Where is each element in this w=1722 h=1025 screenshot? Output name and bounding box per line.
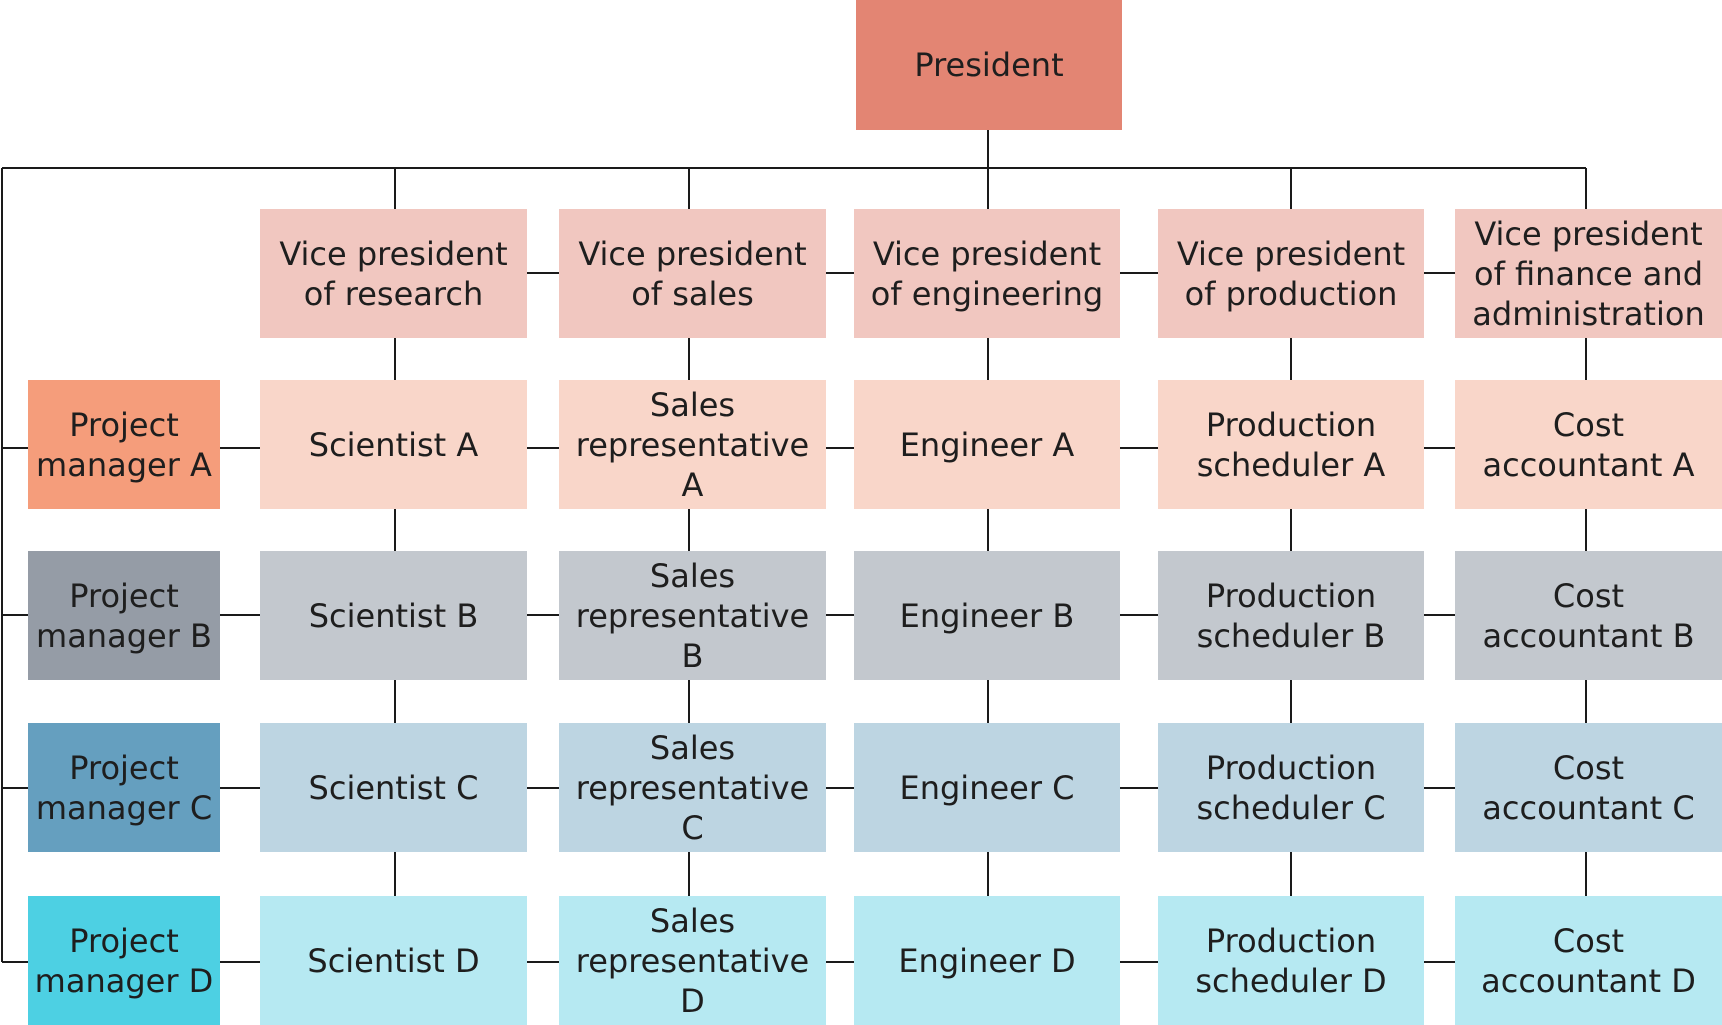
- production-scheduler-a-box: Production scheduler A: [1158, 380, 1424, 509]
- engineer-a-box: Engineer A: [854, 380, 1120, 509]
- scientist-c-box: Scientist C: [260, 723, 527, 852]
- project-manager-d-box: Project manager D: [28, 896, 220, 1025]
- sales-representative-b-box: Sales representative B: [559, 551, 826, 680]
- engineer-c-box: Engineer C: [854, 723, 1120, 852]
- cost-accountant-a-box: Cost accountant A: [1455, 380, 1722, 509]
- engineer-b-box: Engineer B: [854, 551, 1120, 680]
- engineer-d-box: Engineer D: [854, 896, 1120, 1025]
- cost-accountant-c-box: Cost accountant C: [1455, 723, 1722, 852]
- project-manager-b-box: Project manager B: [28, 551, 220, 680]
- production-scheduler-b-box: Production scheduler B: [1158, 551, 1424, 680]
- sales-representative-d-box: Sales representative D: [559, 896, 826, 1025]
- vp-engineering-box: Vice president of engineering: [854, 209, 1120, 338]
- vp-research-box: Vice president of research: [260, 209, 527, 338]
- sales-representative-a-box: Sales representative A: [559, 380, 826, 509]
- scientist-d-box: Scientist D: [260, 896, 527, 1025]
- vp-finance-box: Vice president of finance and administra…: [1455, 209, 1722, 338]
- cost-accountant-b-box: Cost accountant B: [1455, 551, 1722, 680]
- vp-sales-box: Vice president of sales: [559, 209, 826, 338]
- project-manager-a-box: Project manager A: [28, 380, 220, 509]
- scientist-a-box: Scientist A: [260, 380, 527, 509]
- scientist-b-box: Scientist B: [260, 551, 527, 680]
- president-box: President: [856, 0, 1122, 130]
- sales-representative-c-box: Sales representative C: [559, 723, 826, 852]
- production-scheduler-d-box: Production scheduler D: [1158, 896, 1424, 1025]
- project-manager-c-box: Project manager C: [28, 723, 220, 852]
- cost-accountant-d-box: Cost accountant D: [1455, 896, 1722, 1025]
- vp-production-box: Vice president of production: [1158, 209, 1424, 338]
- production-scheduler-c-box: Production scheduler C: [1158, 723, 1424, 852]
